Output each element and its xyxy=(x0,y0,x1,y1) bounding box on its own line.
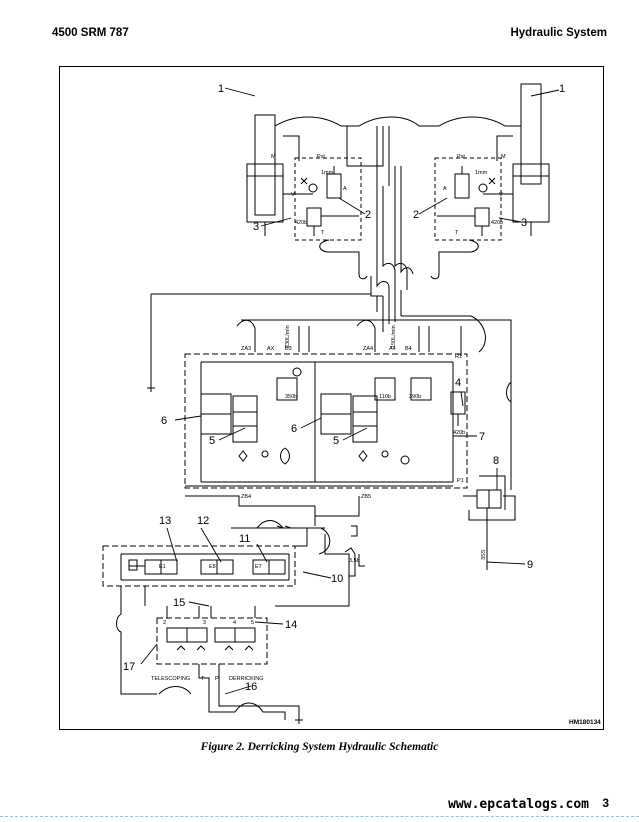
label-pst-left: Pst xyxy=(317,154,325,160)
label-port-2: 2 xyxy=(163,620,166,626)
callout-16: 16 xyxy=(245,681,257,693)
label-a-right: A xyxy=(443,186,447,192)
label-110b: 110b xyxy=(379,394,391,400)
page-number: 3 xyxy=(602,796,609,810)
label-ax: AX xyxy=(267,346,275,352)
label-420b-left: 420b xyxy=(295,220,307,226)
label-port-t: T xyxy=(201,676,205,682)
pilot-valve-8 xyxy=(463,489,516,521)
callout-3-left: 3 xyxy=(253,221,259,233)
label-m-right: M xyxy=(501,154,506,160)
joystick-valve-block xyxy=(102,545,296,587)
label-e1: E1 xyxy=(159,564,166,570)
label-pst-right: Pst xyxy=(457,154,465,160)
label-t-right: T xyxy=(455,230,459,236)
right-cylinder xyxy=(512,83,550,236)
label-r1: R1 xyxy=(455,354,462,360)
callout-17: 17 xyxy=(123,661,135,673)
right-holding-valve xyxy=(434,157,513,241)
label-b3: B3 xyxy=(285,346,292,352)
label-a-left: A xyxy=(343,186,347,192)
callout-6-left: 6 xyxy=(161,415,167,427)
callout-1-right: 1 xyxy=(559,83,565,95)
callout-3-right: 3 xyxy=(521,217,527,229)
label-v-left: V xyxy=(291,192,295,198)
label-port-3: 3 xyxy=(203,620,206,626)
label-zb5: ZB5 xyxy=(361,494,371,500)
label-3-5b: 3,5b xyxy=(349,558,360,564)
label-za3: ZA3 xyxy=(241,346,251,352)
label-390b: 390b xyxy=(409,394,421,400)
callout-4: 4 xyxy=(455,377,461,389)
label-150lmin: 150L/min xyxy=(391,325,397,348)
left-cylinder xyxy=(246,114,284,236)
label-1mm-right: 1mm xyxy=(475,170,488,176)
figure-caption: Figure 2. Derricking System Hydraulic Sc… xyxy=(200,741,439,753)
label-1mm-left: 1mm xyxy=(321,170,334,176)
callout-5-left: 5 xyxy=(209,435,215,447)
callout-14: 14 xyxy=(285,619,297,631)
label-e7: E7 xyxy=(255,564,262,570)
label-420b-right: 420b xyxy=(491,220,503,226)
label-230lmin: 230L/min xyxy=(285,325,291,348)
label-e8: E8 xyxy=(209,564,216,570)
figure-frame xyxy=(59,66,604,730)
callout-8: 8 xyxy=(493,455,499,467)
figure-id: HM180134 xyxy=(569,719,601,726)
label-port-p: P xyxy=(215,676,219,682)
label-p1: P1 xyxy=(457,478,464,484)
callout-13: 13 xyxy=(159,515,171,527)
callout-5-right: 5 xyxy=(333,435,339,447)
callout-12: 12 xyxy=(197,515,209,527)
label-port-5: 5 xyxy=(251,620,254,626)
callout-2-right: 2 xyxy=(413,209,419,221)
main-control-valve xyxy=(184,353,468,489)
hydraulic-schematic: 1 1 2 2 3 3 4 5 5 6 6 7 8 9 10 11 12 13 … xyxy=(102,83,601,726)
label-420b-relief: 420b xyxy=(453,430,465,436)
callout-15: 15 xyxy=(173,597,185,609)
callout-11: 11 xyxy=(239,533,250,545)
callout-7: 7 xyxy=(479,431,485,443)
callout-2-left: 2 xyxy=(365,209,371,221)
label-telescoping: TELESCOPING xyxy=(151,676,190,682)
label-za4: ZA4 xyxy=(363,346,373,352)
label-derricking: DERRICKING xyxy=(229,676,264,682)
header-section-title: Hydraulic System xyxy=(510,27,607,39)
label-3ss: 3SS xyxy=(481,549,487,560)
label-zb4: ZB4 xyxy=(241,494,251,500)
label-a4: A4 xyxy=(389,346,396,352)
label-m-left: M xyxy=(271,154,276,160)
label-t-left: T xyxy=(321,230,325,236)
aux-valve-block xyxy=(156,606,268,665)
header-doc-id: 4500 SRM 787 xyxy=(52,27,129,39)
callout-9: 9 xyxy=(527,559,533,571)
footer-rule xyxy=(0,816,639,817)
callout-10: 10 xyxy=(331,573,343,585)
label-350b: 350b xyxy=(285,394,297,400)
label-v-right: V xyxy=(499,192,503,198)
callout-1-left: 1 xyxy=(218,83,224,95)
label-port-4: 4 xyxy=(233,620,236,626)
left-holding-valve xyxy=(283,157,362,241)
label-b4: B4 xyxy=(405,346,412,352)
callout-6-right: 6 xyxy=(291,423,297,435)
footer-url[interactable]: www.epcatalogs.com xyxy=(448,797,589,812)
